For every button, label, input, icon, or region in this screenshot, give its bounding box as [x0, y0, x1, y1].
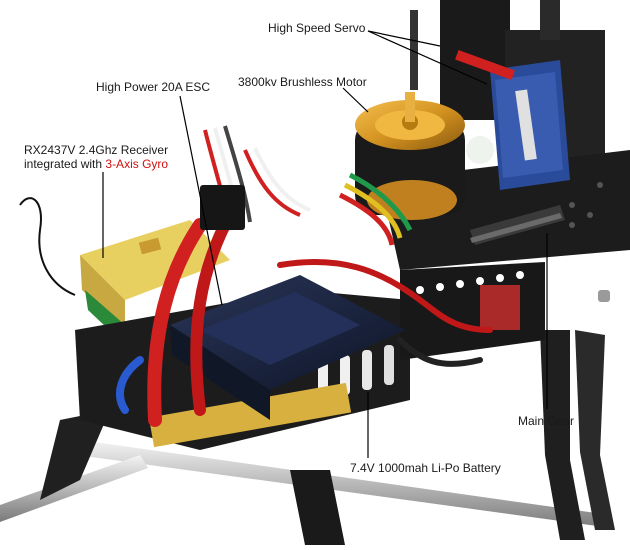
main-gear [470, 205, 565, 245]
antenna [19, 197, 76, 296]
label-high-speed-servo: High Speed Servo [268, 21, 366, 35]
connector-block [200, 185, 245, 230]
brushless-motor [355, 92, 465, 220]
label-brushless-motor: 3800kv Brushless Motor [238, 75, 367, 89]
landing-legs [40, 330, 615, 545]
label-receiver-line1: RX2437V 2.4Ghz Receiver [24, 143, 169, 157]
label-main-gear: Main Gear [518, 414, 575, 428]
label-receiver-line2: integrated with [24, 157, 106, 171]
motor-wires [338, 172, 413, 246]
label-battery: 7.4V 1000mah Li-Po Battery [350, 461, 501, 475]
landing-skid [0, 290, 612, 528]
label-receiver: RX2437V 2.4Ghz Receiver integrated with … [24, 143, 168, 171]
esc [170, 275, 405, 420]
label-gyro-highlight: 3-Axis Gyro [105, 157, 169, 171]
label-esc: High Power 20A ESC [96, 80, 211, 94]
